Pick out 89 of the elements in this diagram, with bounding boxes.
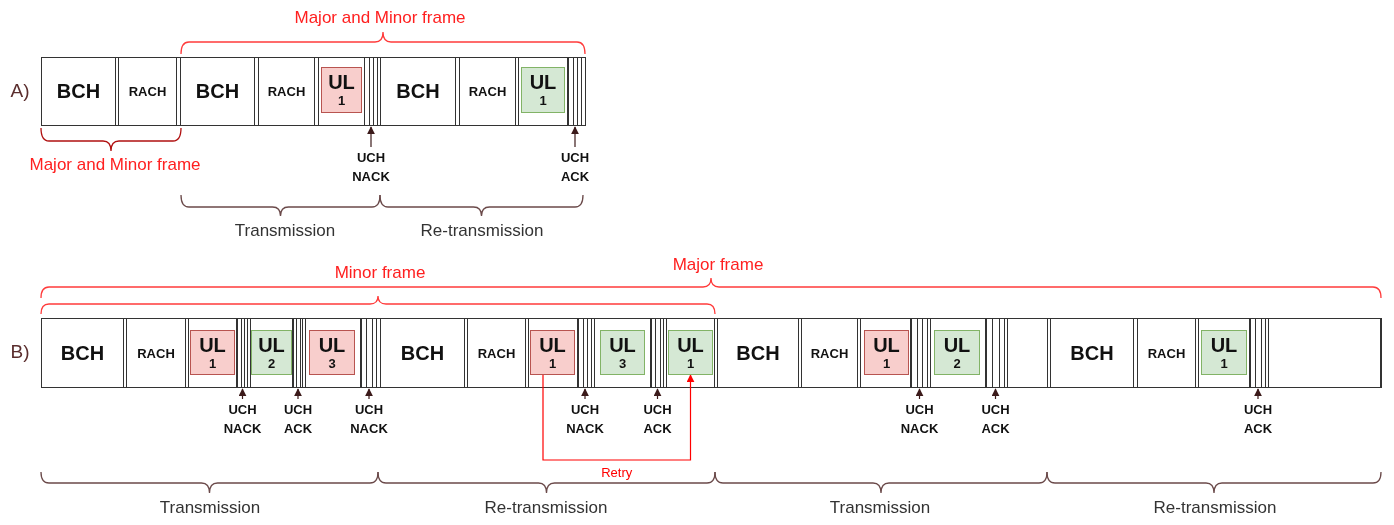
slot-number: 1 bbox=[1220, 355, 1228, 371]
arrow bbox=[367, 126, 375, 148]
slot-number: 2 bbox=[267, 355, 276, 371]
uplink-slot bbox=[600, 330, 645, 375]
slot-tag: UCH ACK bbox=[971, 400, 1020, 438]
uplink-slot bbox=[251, 330, 292, 375]
section-label: Transmission bbox=[234, 221, 336, 241]
slot-number: 2 bbox=[953, 355, 961, 371]
slot-number: 3 bbox=[618, 355, 627, 371]
slot-tag: UCH NACK bbox=[218, 400, 267, 438]
slot-cell: RACH bbox=[459, 57, 516, 126]
uplink-slot bbox=[521, 67, 565, 113]
slot-tag: UCH NACK bbox=[345, 400, 393, 438]
row-label: B) bbox=[10, 341, 30, 363]
slot-tag: UCH ACK bbox=[274, 400, 322, 438]
slot-tag: UCH ACK bbox=[551, 148, 599, 186]
slot-number: 1 bbox=[548, 355, 557, 371]
slot-cell: RACH bbox=[467, 318, 526, 388]
frame-label: Major frame bbox=[672, 255, 764, 275]
slot-number: 1 bbox=[337, 93, 346, 108]
section-label: Re-transmission bbox=[1153, 498, 1277, 518]
slot-number: 1 bbox=[686, 355, 695, 371]
uplink-slot bbox=[934, 330, 980, 375]
slot-name: UL bbox=[873, 334, 900, 356]
frame-label: Minor frame bbox=[334, 263, 426, 283]
arrow bbox=[1254, 388, 1262, 400]
slot-cell: RACH bbox=[118, 57, 177, 126]
arrow bbox=[571, 126, 579, 148]
uplink-slot bbox=[321, 67, 362, 113]
slot-cell: BCH bbox=[380, 318, 465, 388]
slot-number: 3 bbox=[328, 355, 336, 371]
arrow bbox=[915, 388, 924, 400]
slot-cell: RACH bbox=[1137, 318, 1196, 388]
guard-bar bbox=[1250, 318, 1266, 388]
guard-bar bbox=[986, 318, 1005, 388]
guard-bar bbox=[361, 318, 377, 388]
section-label: Re-transmission bbox=[484, 498, 608, 518]
slot-cell: BCH bbox=[717, 318, 799, 388]
frame-label: Major and Minor frame bbox=[29, 155, 201, 175]
slot-number: 1 bbox=[208, 355, 217, 371]
slot-number: 1 bbox=[882, 355, 891, 371]
slot-cell: BCH bbox=[1050, 318, 1134, 388]
slot-tag: UCH NACK bbox=[561, 400, 609, 438]
empty-slot bbox=[1007, 318, 1048, 388]
section-label: Re-transmission bbox=[420, 221, 544, 241]
arrow bbox=[991, 388, 1000, 400]
arrow bbox=[294, 388, 302, 400]
guard-bar bbox=[911, 318, 928, 388]
guard-bar bbox=[568, 57, 582, 126]
slot-name: UL bbox=[943, 334, 971, 356]
uplink-slot bbox=[530, 330, 575, 375]
arrow bbox=[542, 374, 695, 461]
section-label: Transmission bbox=[829, 498, 931, 518]
slot-name: UL bbox=[539, 334, 566, 356]
slot-cell: RACH bbox=[258, 57, 315, 126]
slot-name: UL bbox=[318, 334, 346, 356]
section-label: Transmission bbox=[159, 498, 261, 518]
slot-number: 1 bbox=[539, 93, 547, 108]
arrow bbox=[365, 388, 373, 400]
uplink-slot bbox=[864, 330, 909, 375]
row-label: A) bbox=[10, 80, 30, 102]
arrow bbox=[653, 388, 662, 400]
slot-cell: RACH bbox=[801, 318, 858, 388]
uplink-slot bbox=[668, 330, 713, 375]
slot-cell: BCH bbox=[180, 57, 255, 126]
arrow bbox=[581, 388, 589, 400]
slot-tag: UCH ACK bbox=[633, 400, 682, 438]
arrow bbox=[238, 388, 247, 400]
slot-tag: UCH NACK bbox=[347, 148, 395, 186]
slot-tag: UCH NACK bbox=[895, 400, 944, 438]
slot-name: UL bbox=[609, 334, 636, 356]
slot-name: UL bbox=[328, 72, 355, 93]
slot-name: UL bbox=[1210, 334, 1238, 356]
slot-cell: RACH bbox=[126, 318, 186, 388]
slot-name: UL bbox=[677, 334, 704, 356]
guard-bar bbox=[293, 318, 303, 388]
uplink-slot bbox=[309, 330, 355, 375]
slot-tag: UCH ACK bbox=[1234, 400, 1282, 438]
guard-bar bbox=[651, 318, 664, 388]
frame-label: Major and Minor frame bbox=[294, 8, 466, 28]
slot-name: UL bbox=[199, 334, 226, 356]
guard-bar bbox=[578, 318, 592, 388]
slot-name: UL bbox=[529, 72, 557, 93]
guard-bar bbox=[237, 318, 248, 388]
empty-slot bbox=[1268, 318, 1381, 388]
uplink-slot bbox=[1201, 330, 1247, 375]
slot-name: UL bbox=[258, 334, 285, 356]
uplink-slot bbox=[190, 330, 235, 375]
slot-cell: BCH bbox=[380, 57, 456, 126]
